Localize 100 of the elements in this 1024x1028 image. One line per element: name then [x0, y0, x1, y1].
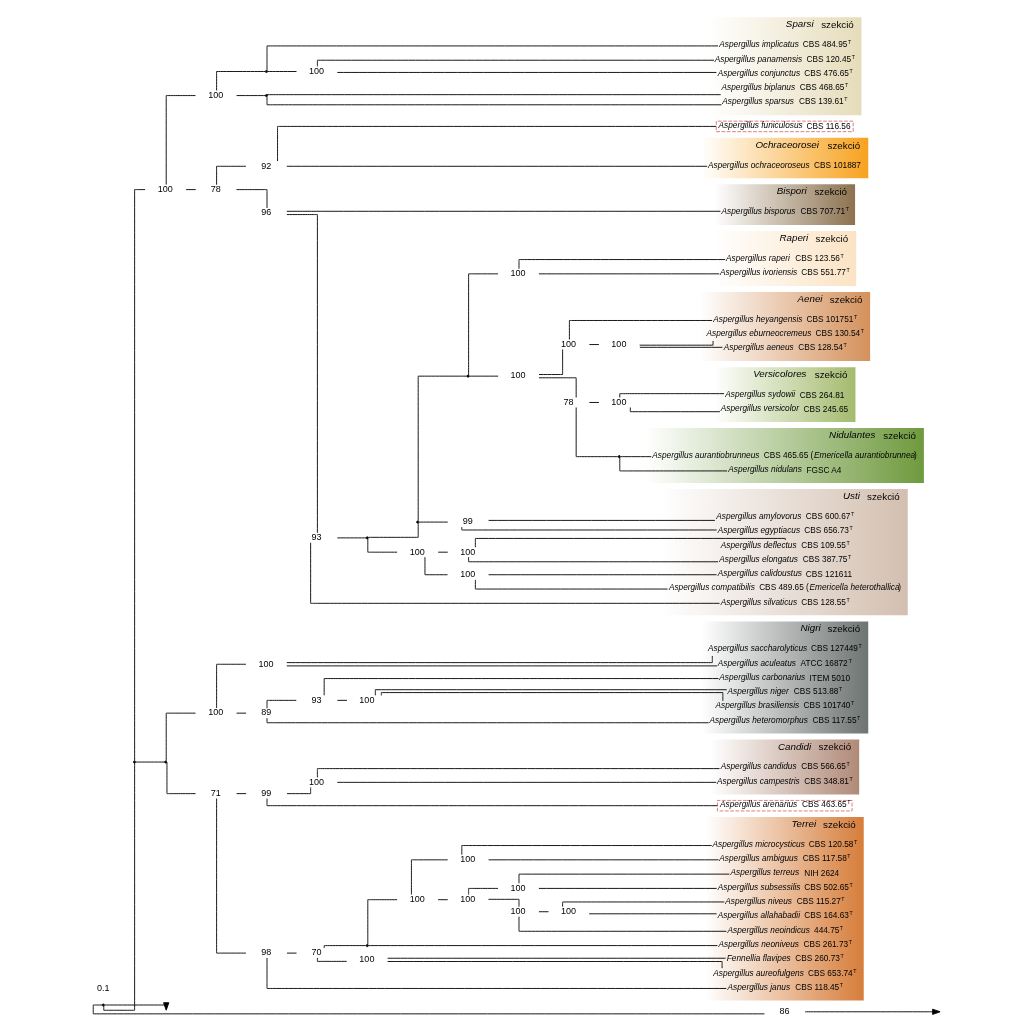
node-text: Aspergillus elongatus CBS 387.75$^{T}$ [719, 553, 852, 564]
connector [316, 957, 348, 962]
connector [286, 214, 318, 534]
node-text: Aspergillus conjunctus CBS 476.65$^{T}$ [717, 67, 853, 78]
connector [518, 916, 727, 932]
connector [411, 859, 449, 895]
node-text: 100 [359, 694, 375, 705]
connector [236, 189, 268, 209]
node-text: 100 [308, 776, 325, 787]
node-text: 99 [261, 787, 272, 798]
arrow [804, 1008, 941, 1015]
connector [518, 259, 726, 270]
node-point [416, 520, 420, 524]
node-text: Aspergillus sparsus CBS 139.61$^{T}$ [722, 96, 848, 107]
connector [575, 407, 619, 458]
connector [368, 945, 718, 947]
connector [185, 189, 197, 191]
node-text: Aspergillus candidus CBS 566.65$^{T}$ [720, 761, 850, 772]
connector [266, 94, 722, 96]
node-text: 96 [261, 207, 272, 218]
node-text: Aspergillus raperi CBS 123.56$^{T}$ [726, 252, 844, 263]
connector [437, 899, 449, 901]
node-text: 100 [208, 707, 224, 718]
connector [166, 761, 196, 795]
connector [538, 911, 549, 913]
node-text: Aspergillus silvaticus CBS 128.55$^{T}$ [720, 596, 850, 607]
connector [216, 71, 266, 91]
connector [488, 574, 717, 576]
node-text: 100 [510, 370, 526, 381]
node-text: 89 [261, 707, 272, 718]
node-point [101, 1003, 105, 1007]
node-text: 78 [563, 396, 574, 407]
node-text: 100 [560, 906, 576, 917]
node-text: 78 [210, 183, 221, 194]
node-text: Fennellia flavipes CBS 260.73$^{T}$ [726, 953, 844, 964]
node-point [265, 70, 268, 73]
node-text: Aspergillus janus CBS 118.45$^{T}$ [727, 981, 843, 992]
connector [418, 521, 449, 523]
node-text: Aspergillus niveus CBS 115.27$^{T}$ [725, 896, 845, 907]
connector [588, 402, 600, 403]
connector [216, 798, 247, 954]
connector [367, 899, 398, 945]
connector [236, 793, 247, 795]
connector [538, 887, 718, 889]
node-text: 86 [779, 1006, 790, 1017]
connector [323, 945, 367, 949]
connector [236, 95, 266, 97]
node-text: 100 [258, 658, 274, 669]
connector [286, 210, 721, 212]
node-text: 70 [311, 947, 322, 958]
connector [461, 845, 713, 856]
node-text: Aspergillus aureofulgens CBS 653.74$^{T}$ [713, 967, 857, 978]
label: 0.1 [96, 982, 110, 993]
node-text: Aspergillus ambiguus CBS 117.58$^{T}$ [719, 853, 851, 864]
connector [619, 457, 728, 472]
node-text: 100 [460, 569, 476, 580]
connector [135, 761, 165, 763]
node-text: Aspergillus ivoriensis CBS 551.77$^{T}$ [720, 267, 850, 278]
node-text: Aspergillus carbonarius ITEM 5010 [719, 672, 850, 683]
node-text: 100 [460, 854, 476, 865]
node-text: Aspergillus eburneocremeus CBS 130.54$^{T}$ [706, 328, 864, 339]
node-text: Aspergillus heyangensis CBS 101751$^{T}$ [713, 313, 858, 324]
connector [368, 522, 419, 538]
node-text: Aspergillus campestris CBS 348.81$^{T}$ [717, 775, 853, 786]
node-text: 100 [611, 338, 627, 349]
connector [310, 542, 720, 604]
connector [336, 537, 367, 539]
connector [134, 189, 146, 762]
node-point [164, 760, 168, 764]
connector [266, 798, 718, 807]
node-text: Aspergillus sydowii CBS 264.81 [725, 390, 845, 400]
node-text: Aspergillus panamensis CBS 120.45$^{T}$ [714, 53, 855, 64]
connector [216, 165, 247, 186]
connector [165, 712, 196, 762]
node-text: 93 [311, 532, 322, 543]
node-text: Aspergillus aurantiobrunneus CBS 465.65 (Emericella aurantiobrunnea) [652, 451, 917, 460]
node-point [365, 944, 369, 948]
node-text: 99 [462, 516, 473, 527]
node-text: 100 [510, 882, 526, 893]
node-text: Aspergillus heteromorphus CBS 117.55$^{T}$ [709, 714, 861, 725]
connector [323, 678, 719, 696]
connector [468, 556, 719, 563]
node-text: Aspergillus deflectus CBS 109.55$^{T}$ [720, 539, 850, 550]
node-text: Aspergillus amylovorus CBS 600.67$^{T}$ [716, 510, 855, 521]
node-box: Aspergillus arenarius CBS 463.65$^{T}$ [717, 800, 853, 812]
connector [286, 655, 713, 664]
node-text: Aspergillus bisporus CBS 707.71$^{T}$ [721, 206, 849, 217]
connector [629, 407, 721, 413]
connector [588, 344, 600, 345]
connector [336, 699, 348, 701]
node-text: Aspergillus aculeatus ATCC 16872$^{T}$ [717, 657, 852, 668]
node-text: 100 [611, 396, 627, 407]
node-text: 100 [409, 546, 425, 557]
connector [286, 165, 708, 167]
node-text: Aspergillus nidulans FGSC A4 [728, 465, 842, 476]
connector [518, 873, 730, 884]
node-text: 100 [560, 338, 576, 349]
node-text: Aspergillus subsessilis CBS 502.65$^{T}$ [717, 881, 853, 892]
node-text: 100 [510, 268, 526, 279]
connector [165, 95, 196, 185]
